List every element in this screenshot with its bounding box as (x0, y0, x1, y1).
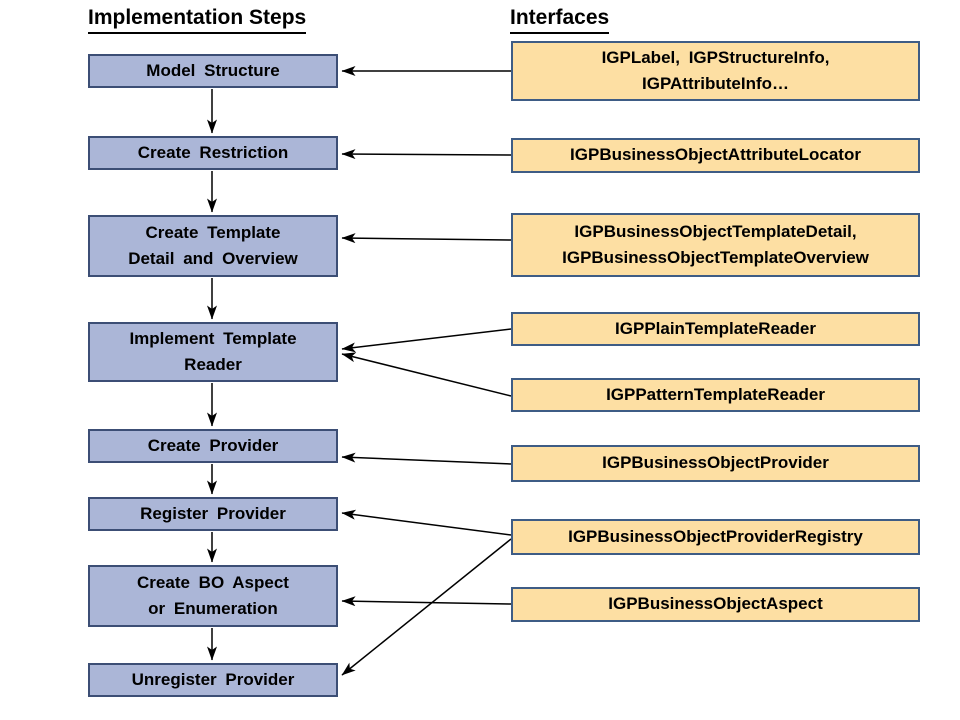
step-label: Unregister Provider (131, 669, 295, 689)
arrow-patternreader-to-implement-reader (341, 352, 512, 397)
arrow-plainreader-to-implement-reader (341, 328, 512, 353)
interface-label: IGPPlainTemplateReader (615, 318, 816, 338)
step-model-structure: Model Structure (88, 54, 338, 88)
arrow-boprovider-to-create-provider (341, 452, 512, 465)
implementation-steps-heading: Implementation Steps (88, 6, 307, 34)
arrow-providerregistry-to-register-provider (341, 509, 512, 536)
step-label: Register Provider (140, 503, 286, 523)
interface-label: IGPBusinessObjectProviderRegistry (568, 526, 863, 546)
interface-igpbusinessobjectaspect: IGPBusinessObjectAspect (511, 587, 920, 622)
interface-igppatterntemplatereader: IGPPatternTemplateReader (511, 378, 920, 412)
step-create-bo-aspect-or-enumeration: Create BO Aspect or Enumeration (88, 565, 338, 627)
interface-label: IGPPatternTemplateReader (606, 384, 825, 404)
step-register-provider: Register Provider (88, 497, 338, 531)
step-label: Create Provider (147, 435, 279, 455)
step-implement-template-reader: Implement Template Reader (88, 322, 338, 382)
arrow-templatedetail-to-create-template (341, 233, 512, 244)
interface-igpbusinessobjecttemplatedetail-overview: IGPBusinessObjectTemplateDetail, IGPBusi… (511, 213, 920, 277)
interface-label: IGPBusinessObjectAttributeLocator (570, 145, 861, 165)
interfaces-heading: Interfaces (510, 6, 610, 34)
step-label: Implement Template Reader (129, 328, 297, 374)
interface-igpbusinessobjectprovider: IGPBusinessObjectProvider (511, 445, 920, 482)
interface-label: IGPLabel, IGPStructureInfo, IGPAttribute… (601, 47, 830, 93)
step-label: Create BO Aspect or Enumeration (137, 572, 289, 618)
arrow-attributelocator-to-create-restriction (341, 149, 512, 160)
step-unregister-provider: Unregister Provider (88, 663, 338, 697)
step-label: Create Template Detail and Overview (128, 222, 298, 268)
arrow-boaspect-to-create-bo-aspect (341, 596, 512, 607)
arrow-providerregistry-to-unregister-provider (341, 538, 512, 676)
interface-igpbusinessobjectproviderregistry: IGPBusinessObjectProviderRegistry (511, 519, 920, 555)
interface-label: IGPBusinessObjectProvider (602, 453, 829, 473)
interface-igpbusinessobjectattributelocator: IGPBusinessObjectAttributeLocator (511, 138, 920, 173)
step-create-provider: Create Provider (88, 429, 338, 463)
interface-label: IGPBusinessObjectTemplateDetail, IGPBusi… (562, 221, 869, 267)
interface-igpplaintemplatereader: IGPPlainTemplateReader (511, 312, 920, 346)
interface-igplabel-structureinfo-attributeinfo: IGPLabel, IGPStructureInfo, IGPAttribute… (511, 41, 920, 101)
step-create-template-detail-overview: Create Template Detail and Overview (88, 215, 338, 277)
step-create-restriction: Create Restriction (88, 136, 338, 170)
interface-label: IGPBusinessObjectAspect (608, 594, 823, 614)
step-label: Create Restriction (137, 142, 289, 162)
step-label: Model Structure (146, 60, 280, 80)
